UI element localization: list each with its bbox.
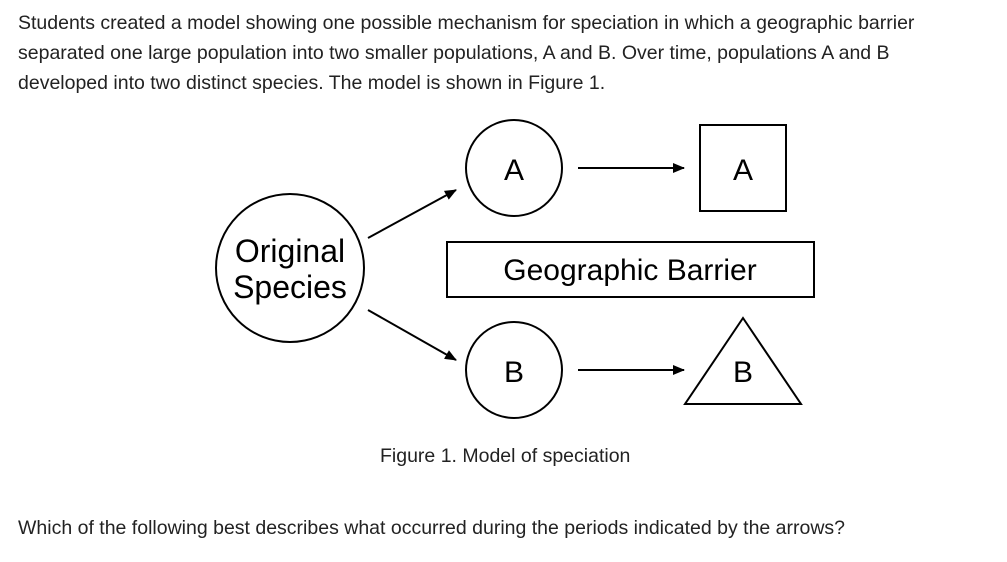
population-a-circle [465,119,563,217]
population-b-label: B [504,356,524,389]
original-species-circle [215,193,365,343]
geographic-barrier-box [446,241,815,298]
arrow-to-population-a [367,189,457,239]
population-a-label: A [504,154,524,187]
figure-caption: Figure 1. Model of speciation [380,445,631,467]
original-species-label-line2: Species [233,269,347,305]
species-b-triangle [683,316,803,405]
original-species-label-line1: Original [235,233,345,269]
intro-line-3: developed into two distinct species. The… [18,72,606,94]
species-a-label: A [733,154,753,187]
species-b-label: B [733,356,753,389]
intro-line-1: Students created a model showing one pos… [18,12,915,34]
geographic-barrier-label: Geographic Barrier [503,254,756,287]
population-b-circle [465,321,563,419]
intro-paragraph: Students created a model showing one pos… [18,8,993,98]
question-text: Which of the following best describes wh… [18,517,846,539]
intro-line-2: separated one large population into two … [18,42,890,64]
species-a-square [699,124,787,212]
arrow-to-population-b [367,309,457,361]
